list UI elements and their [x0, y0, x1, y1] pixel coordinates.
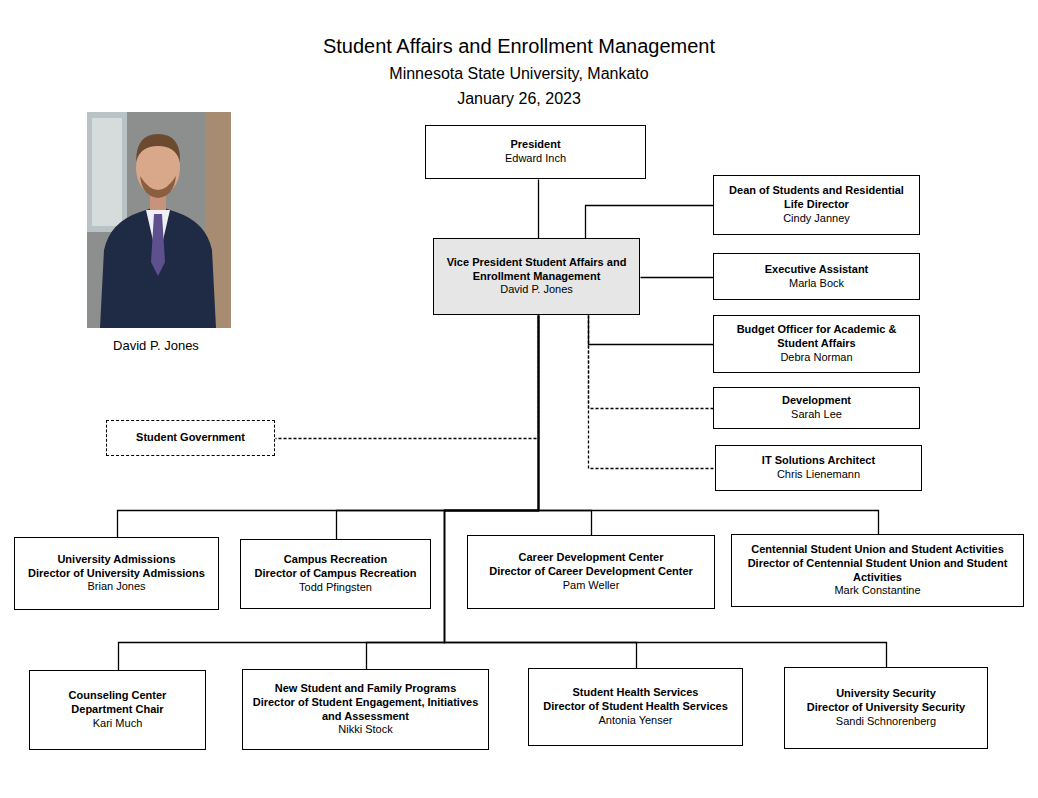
org-box: IT Solutions ArchitectChris Lienemann: [715, 445, 922, 491]
position-title: Director of Career Development Center: [489, 565, 693, 579]
photo-tie: [151, 214, 165, 276]
position-title: President: [510, 138, 560, 152]
org-box: Vice President Student Affairs and Enrol…: [433, 238, 640, 315]
photo-caption: David P. Jones: [0, 338, 356, 353]
person-name: Sandi Schnorenberg: [836, 715, 936, 729]
person-name: Chris Lienemann: [777, 468, 860, 482]
position-title: Director of University Admissions: [28, 567, 205, 581]
position-title: Executive Assistant: [765, 263, 869, 277]
photo-suit: [100, 206, 216, 328]
reporting-line: [367, 316, 539, 670]
position-title: Director of Campus Recreation: [255, 567, 417, 581]
chart-subtitle: Minnesota State University, Mankato: [319, 65, 719, 83]
org-box: PresidentEdward Inch: [425, 125, 646, 179]
chart-title: Student Affairs and Enrollment Managemen…: [0, 35, 1038, 58]
person-name: Brian Jones: [87, 580, 145, 594]
reporting-line: [337, 316, 539, 540]
photo-beard: [140, 176, 176, 198]
person-name: Sarah Lee: [791, 408, 842, 422]
position-title: Development: [782, 394, 851, 408]
position-title: University Security: [836, 687, 936, 701]
reporting-line: [119, 316, 539, 671]
person-name: Debra Norman: [780, 351, 852, 365]
org-box: Career Development CenterDirector of Car…: [467, 535, 715, 609]
org-box: Dean of Students and Residential Life Di…: [713, 175, 920, 235]
org-box: New Student and Family ProgramsDirector …: [242, 669, 489, 750]
position-title: Director of University Security: [807, 701, 965, 715]
person-name: Pam Weller: [563, 579, 620, 593]
position-title: Director of Student Health Services: [543, 700, 728, 714]
position-title: Career Development Center: [519, 551, 664, 565]
org-box: Budget Officer for Academic & Student Af…: [713, 315, 920, 373]
dotted-reporting-line: [589, 316, 714, 409]
org-box: Counseling CenterDepartment ChairKari Mu…: [29, 670, 206, 750]
person-name: Cindy Janney: [783, 212, 850, 226]
person-name: Mark Constantine: [834, 584, 920, 598]
dotted-reporting-line: [276, 316, 539, 439]
position-title: Budget Officer for Academic & Student Af…: [719, 323, 914, 351]
position-title: Student Health Services: [573, 686, 699, 700]
person-name: David P. Jones: [500, 283, 573, 297]
photo-hair: [136, 134, 180, 162]
position-title: Vice President Student Affairs and Enrol…: [439, 256, 634, 284]
org-box: Campus RecreationDirector of Campus Recr…: [240, 539, 431, 609]
photo-window-pane: [92, 118, 122, 226]
reporting-line: [589, 316, 714, 345]
person-name: Nikki Stock: [338, 723, 392, 737]
org-box: University SecurityDirector of Universit…: [784, 667, 988, 749]
dotted-reporting-line: [589, 316, 716, 469]
person-name: Kari Much: [93, 717, 143, 731]
person-name: Edward Inch: [505, 152, 566, 166]
dashed-box: Student Government: [106, 420, 275, 456]
position-title: Centennial Student Union and Student Act…: [751, 543, 1004, 557]
position-title: New Student and Family Programs: [275, 682, 457, 696]
org-box: Executive AssistantMarla Bock: [713, 253, 920, 300]
position-title: Director of Centennial Student Union and…: [737, 557, 1018, 585]
photo-window: [87, 112, 127, 232]
position-title: IT Solutions Architect: [762, 454, 875, 468]
reporting-line: [586, 206, 714, 239]
photo-background: [87, 112, 231, 328]
reporting-line: [445, 316, 637, 669]
position-title: Dean of Students and Residential Life Di…: [719, 184, 914, 212]
position-title: University Admissions: [57, 553, 175, 567]
person-name: Todd Pfingsten: [299, 581, 372, 595]
person-name: Antonia Yenser: [598, 714, 672, 728]
chart-subtitle: January 26, 2023: [319, 90, 719, 108]
position-title: Campus Recreation: [284, 553, 387, 567]
position-title: Counseling Center: [69, 689, 167, 703]
org-box: Student Health ServicesDirector of Stude…: [528, 668, 743, 746]
org-box: DevelopmentSarah Lee: [713, 387, 920, 429]
org-box: Centennial Student Union and Student Act…: [731, 534, 1024, 607]
reporting-line: [539, 316, 592, 536]
person-name: Marla Bock: [789, 277, 844, 291]
reporting-line: [538, 180, 539, 239]
reporting-line: [641, 277, 714, 278]
position-title: Director of Student Engagement, Initiati…: [248, 696, 483, 724]
position-title: Department Chair: [71, 703, 163, 717]
position-title: Student Government: [136, 431, 245, 445]
org-box: University AdmissionsDirector of Univers…: [14, 537, 219, 610]
